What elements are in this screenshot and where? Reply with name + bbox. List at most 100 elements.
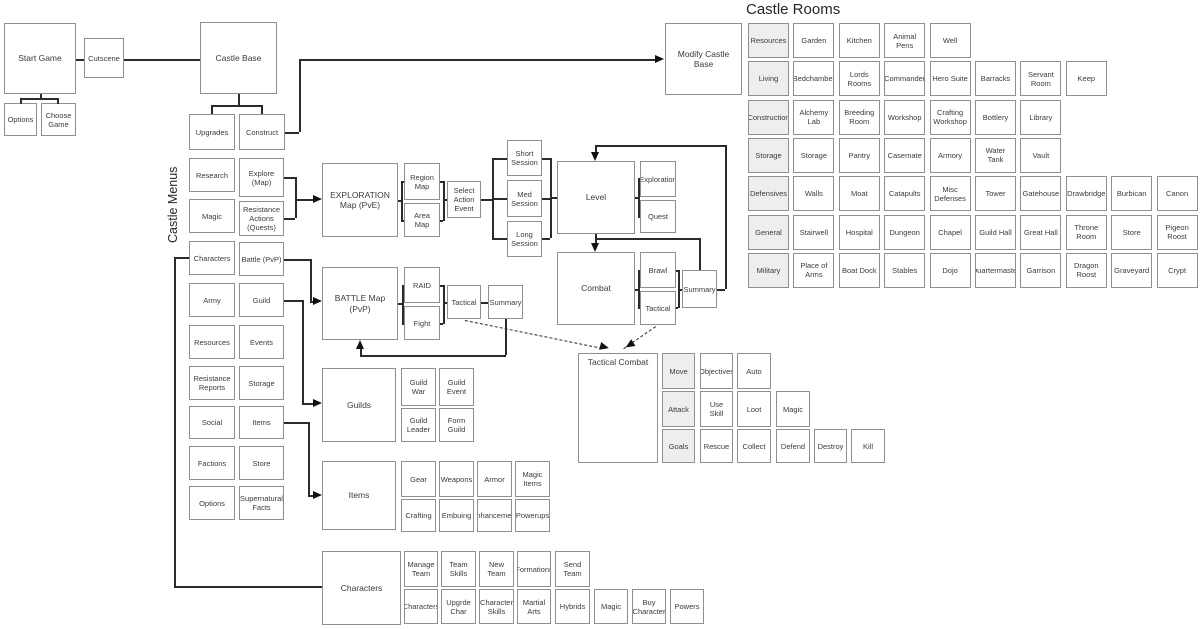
node-guild-leader: Guild Leader (401, 408, 436, 442)
connector-line (542, 158, 550, 160)
room-pantry: Pantry (838, 137, 880, 173)
connector-line (595, 145, 597, 153)
connector-line (302, 403, 315, 405)
room-catapults: Catapults (884, 176, 926, 212)
connector-line (398, 303, 402, 305)
connector-line (310, 301, 315, 303)
connector-line (299, 59, 657, 61)
connector-line (638, 216, 640, 218)
room-canon: Canon (1156, 176, 1198, 212)
node-tc-defend: Defend (776, 429, 810, 463)
node-med-session: Med Session (507, 180, 542, 217)
connector-line (492, 158, 507, 160)
connector-line (440, 220, 443, 222)
node-guild-event: Guild Event (439, 368, 474, 406)
connector-line (635, 289, 639, 291)
node-tc-rescue: Rescue (700, 429, 733, 463)
connector-line (492, 238, 507, 240)
room-alchemy-lab: Alchemy Lab (793, 99, 835, 135)
connector-line (124, 59, 200, 61)
node-start-game: Start Game (4, 23, 76, 94)
room-stairwell: Stairwell (793, 214, 835, 250)
connector-line (699, 238, 701, 270)
connector-line (174, 586, 322, 588)
room-breeding-room: Breeding Room (838, 99, 880, 135)
connector-line (310, 259, 312, 301)
connector-line (57, 98, 59, 104)
node-menu-options: Options (189, 486, 235, 520)
connector-line (402, 285, 404, 287)
connector-line (261, 105, 263, 114)
connector-line (595, 145, 725, 147)
room-gatehouse: Gatehouse (1020, 176, 1062, 212)
connector-line (174, 257, 176, 586)
room-pigeon-roost: Pigeon Roost (1156, 214, 1198, 250)
room-dungeon: Dungeon (884, 214, 926, 250)
node-menu-supernatural-facts: Supernatural Facts (239, 486, 284, 520)
node-menu-battle: Battle (PvP) (239, 242, 284, 276)
node-powerups: Powerups (515, 499, 550, 532)
room-burbican: Burbican (1111, 176, 1153, 212)
room-drawbridge: Drawbridge (1065, 176, 1107, 212)
connector-line (284, 177, 295, 179)
connector-line (443, 199, 447, 201)
node-menu-events: Events (239, 325, 284, 359)
node-long-session: Long Session (507, 221, 542, 257)
node-send-team: Send Team (555, 551, 590, 587)
room-walls: Walls (793, 176, 835, 212)
connector-line (401, 220, 404, 222)
room-guild-hall: Guild Hall (975, 214, 1016, 250)
node-exploration: Exploration (640, 161, 676, 197)
node-gear: Gear (401, 461, 436, 497)
node-character-skills: Character Skills (479, 589, 514, 624)
node-upgrde-char: Upgrde Char (441, 589, 476, 624)
arrowhead-icon (313, 296, 322, 305)
connector-line (542, 198, 550, 200)
connector-line (542, 238, 550, 240)
arrowhead-icon (655, 54, 664, 63)
room-dojo: Dojo (929, 252, 971, 288)
arrowhead-icon (590, 152, 599, 161)
connector-line (492, 198, 507, 200)
node-embuing: Embuing (439, 499, 474, 532)
node-raid: RAID (404, 267, 440, 303)
node-characters: Characters (322, 551, 401, 625)
node-construct: Construct (239, 114, 285, 150)
arrowhead-icon (313, 490, 322, 499)
node-character-magic: Magic (594, 589, 628, 624)
node-tc-goals: Goals (662, 429, 695, 463)
node-tc-move: Move (662, 353, 695, 389)
node-menu-resistance-reports: Resistance Reports (189, 366, 235, 400)
node-tc-auto: Auto (737, 353, 771, 389)
node-tc-destroy: Destroy (814, 429, 847, 463)
connector-line (308, 422, 310, 495)
connector-line (20, 98, 58, 100)
node-menu-magic: Magic (189, 199, 235, 233)
connector-line (284, 259, 310, 261)
node-fight: Fight (404, 306, 440, 340)
connector-line (360, 355, 506, 357)
connector-line (401, 181, 403, 221)
castle-rooms-title: Castle Rooms (746, 1, 841, 18)
connector-line (443, 302, 447, 304)
node-combat-summary: Summary (682, 270, 717, 308)
connector-line (40, 94, 42, 99)
room-keep: Keep (1065, 61, 1107, 97)
connector-line (678, 289, 682, 291)
connector-line (295, 199, 314, 201)
node-tactical-combat: Tactical Combat (578, 353, 658, 463)
connector-line (285, 132, 299, 134)
room-armory: Armory (929, 137, 971, 173)
connector-line (308, 495, 315, 497)
room-bottlery: Bottlery (975, 99, 1016, 135)
room-well: Well (929, 23, 971, 58)
castle-menus-label: Castle Menus (166, 166, 180, 243)
arrowhead-icon (355, 340, 364, 349)
node-upgrades: Upgrades (189, 114, 235, 150)
arrowhead-icon (313, 194, 322, 203)
node-tc-kill: Kill (851, 429, 885, 463)
room-barracks: Barracks (975, 61, 1016, 97)
node-brawl: Brawl (640, 252, 676, 288)
room-quartermaster: Quartermaster (975, 252, 1016, 288)
connector-line (505, 319, 507, 355)
